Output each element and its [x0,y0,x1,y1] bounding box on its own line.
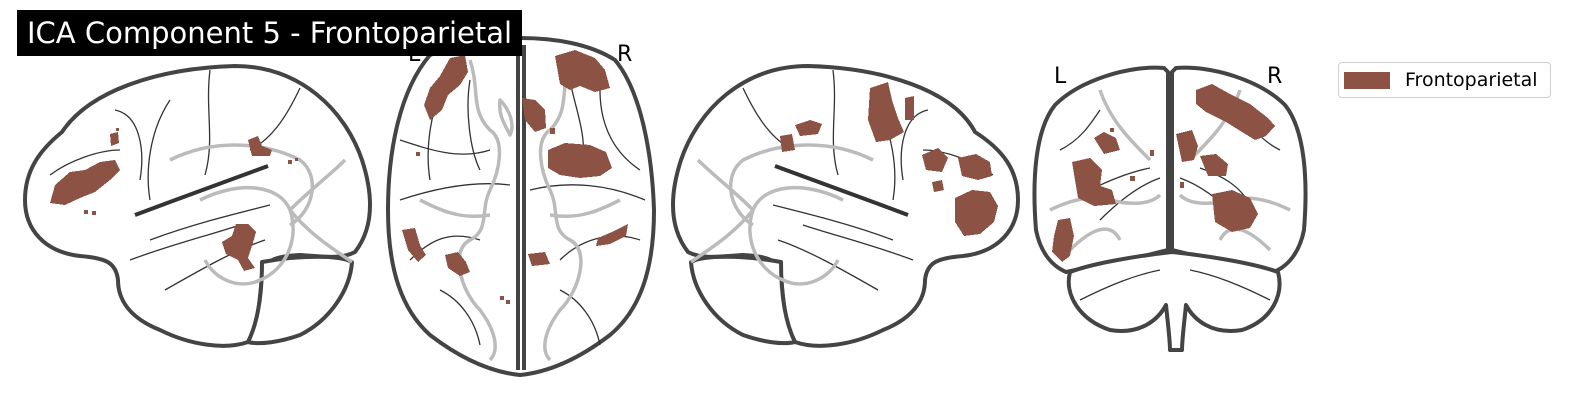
coronal-right-outline [1170,65,1308,274]
left-sagittal-view [23,64,372,348]
axial-activation [402,50,628,304]
left-sagittal-activation [50,128,298,271]
coronal-view [1032,65,1308,352]
legend-label: Frontoparietal [1405,69,1538,91]
axial-view [386,36,656,377]
right-cerebellum-outline [689,254,797,346]
legend-swatch [1344,71,1390,89]
right-sagittal-activation [780,82,998,236]
figure-title: ICA Component 5 - Frontoparietal [17,10,523,56]
coronal-cerebellum-outline [1066,250,1282,352]
coronal-right-label: R [1267,64,1283,89]
legend: Frontoparietal [1338,62,1551,98]
coronal-left-label: L [1054,64,1067,89]
axial-outline [386,36,656,377]
right-sagittal-view [671,64,1020,348]
left-cerebellum-outline [246,254,354,346]
coronal-activation [1052,84,1275,262]
axial-right-label: R [617,42,633,67]
